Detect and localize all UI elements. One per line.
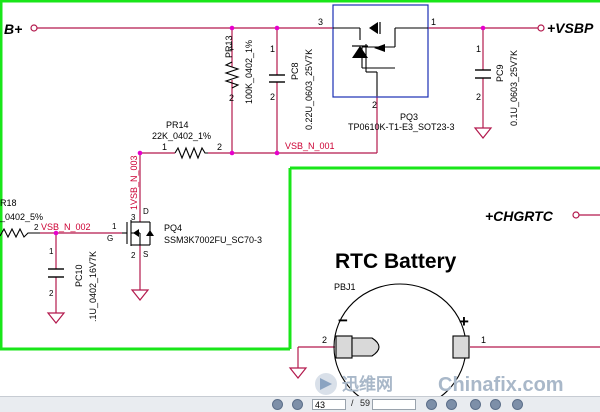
pc9-value: 0.1U_0603_25V7K xyxy=(509,50,519,126)
watermark-cn: 迅维网 xyxy=(342,374,393,394)
junctions xyxy=(53,25,486,236)
next-page-icon[interactable] xyxy=(426,399,437,410)
fit-page-icon[interactable] xyxy=(512,399,523,410)
battery-plus-label: + xyxy=(459,312,469,331)
net-vsb-n-002: VSB_N_002 xyxy=(41,222,91,232)
wires xyxy=(37,27,600,368)
watermark-en: Chinafix.com xyxy=(438,374,564,396)
pq3-pin1: 1 xyxy=(431,17,436,27)
pq4-ref: PQ4 xyxy=(164,223,182,233)
pc9-pin1: 1 xyxy=(476,44,481,54)
b-plus-terminal xyxy=(30,24,38,32)
net-vsbp: +VSBP xyxy=(547,20,594,36)
page-total: 59 xyxy=(360,398,371,408)
pc10-ground-icon xyxy=(46,312,66,324)
pq3-pin3: 3 xyxy=(318,17,323,27)
pc10-pin2: 2 xyxy=(49,289,54,298)
pr14-ref: PR14 xyxy=(166,120,189,130)
pq3-mosfet-box xyxy=(332,4,429,98)
pc9-capacitor xyxy=(475,69,491,79)
pq4-ground-icon xyxy=(130,289,150,301)
net-vsb-n-003: 1VSB_N_003 xyxy=(129,155,139,210)
pbj1-pin2: 2 xyxy=(322,335,327,345)
pq4-pin-d: D xyxy=(143,207,149,216)
pr14-resistor xyxy=(174,146,208,160)
pq4-pin3: 3 xyxy=(131,213,136,222)
pc8-pin2: 2 xyxy=(270,92,275,102)
pq4-pin1: 1 xyxy=(112,222,117,231)
back-arrow-icon[interactable] xyxy=(470,399,481,410)
pdf-toolbar: / 59 xyxy=(0,396,600,412)
watermark: 迅维网 Chinafix.com xyxy=(312,370,600,398)
page-separator: / xyxy=(351,398,354,408)
pbj1-ref: PBJ1 xyxy=(334,282,356,292)
vsbp-terminal xyxy=(537,24,545,32)
pc10-pin1: 1 xyxy=(49,247,54,256)
forward-arrow-icon[interactable] xyxy=(490,399,501,410)
net-vsb-n-001: VSB_N_001 xyxy=(285,141,335,151)
battery-symbol xyxy=(333,283,470,411)
green-frame xyxy=(0,0,600,351)
prev-page-icon[interactable] xyxy=(292,399,303,410)
pc9-pin2: 2 xyxy=(476,92,481,102)
pr13-value: 100K_0402_1% xyxy=(244,40,254,104)
battery-minus-label: − xyxy=(338,311,348,330)
pr13-pin1: 1 xyxy=(229,42,234,52)
pbj1-ground-icon xyxy=(288,367,308,379)
r18-pin2: 2 xyxy=(34,223,39,232)
pr13-resistor xyxy=(224,61,240,89)
first-page-icon[interactable] xyxy=(272,399,283,410)
zoom-dropdown[interactable] xyxy=(372,399,416,410)
pq3-diode xyxy=(352,46,368,58)
pc8-value: 0.22U_0603_25V7K xyxy=(304,49,314,130)
pc8-ref: PC8 xyxy=(290,62,300,80)
pc9-ground-icon xyxy=(473,127,493,139)
net-chgrtc: +CHGRTC xyxy=(485,208,554,224)
pr14-pin1: 1 xyxy=(162,142,167,152)
net-b-plus: B+ xyxy=(4,21,22,37)
pc9-ref: PC9 xyxy=(495,64,505,82)
pc10-capacitor xyxy=(48,268,64,278)
pc10-ref: PC10 xyxy=(74,264,84,287)
pc8-pin1: 1 xyxy=(270,44,275,54)
pbj1-pin1: 1 xyxy=(481,335,486,345)
last-page-icon[interactable] xyxy=(446,399,457,410)
pc10-value: .1U_0402_16V7K xyxy=(88,251,98,322)
r18-value: _0402_5% xyxy=(0,212,43,222)
pq3-value: TP0610K-T1-E3_SOT23-3 xyxy=(348,122,455,132)
pq3-pin2: 2 xyxy=(372,100,377,110)
pr13-ref: PR13 xyxy=(224,35,234,58)
pq4-pin2: 2 xyxy=(131,251,136,260)
pq4-pin-g: G xyxy=(107,234,113,243)
r18-resistor xyxy=(0,227,40,239)
rtc-battery-title: RTC Battery xyxy=(335,250,457,273)
pq4-diode xyxy=(146,230,154,236)
pr14-pin2: 2 xyxy=(217,142,222,152)
pq3-arrow xyxy=(374,44,385,52)
page-number-input[interactable] xyxy=(312,399,346,410)
pc8-capacitor xyxy=(269,74,285,83)
pq4-pin-s: S xyxy=(143,250,148,259)
pr13-pin2: 2 xyxy=(229,93,234,103)
pr14-value: 22K_0402_1% xyxy=(152,131,211,141)
pq3-ref: PQ3 xyxy=(400,112,418,122)
r18-ref: R18 xyxy=(0,198,17,208)
pq4-value: SSM3K7002FU_SC70-3 xyxy=(164,235,262,245)
